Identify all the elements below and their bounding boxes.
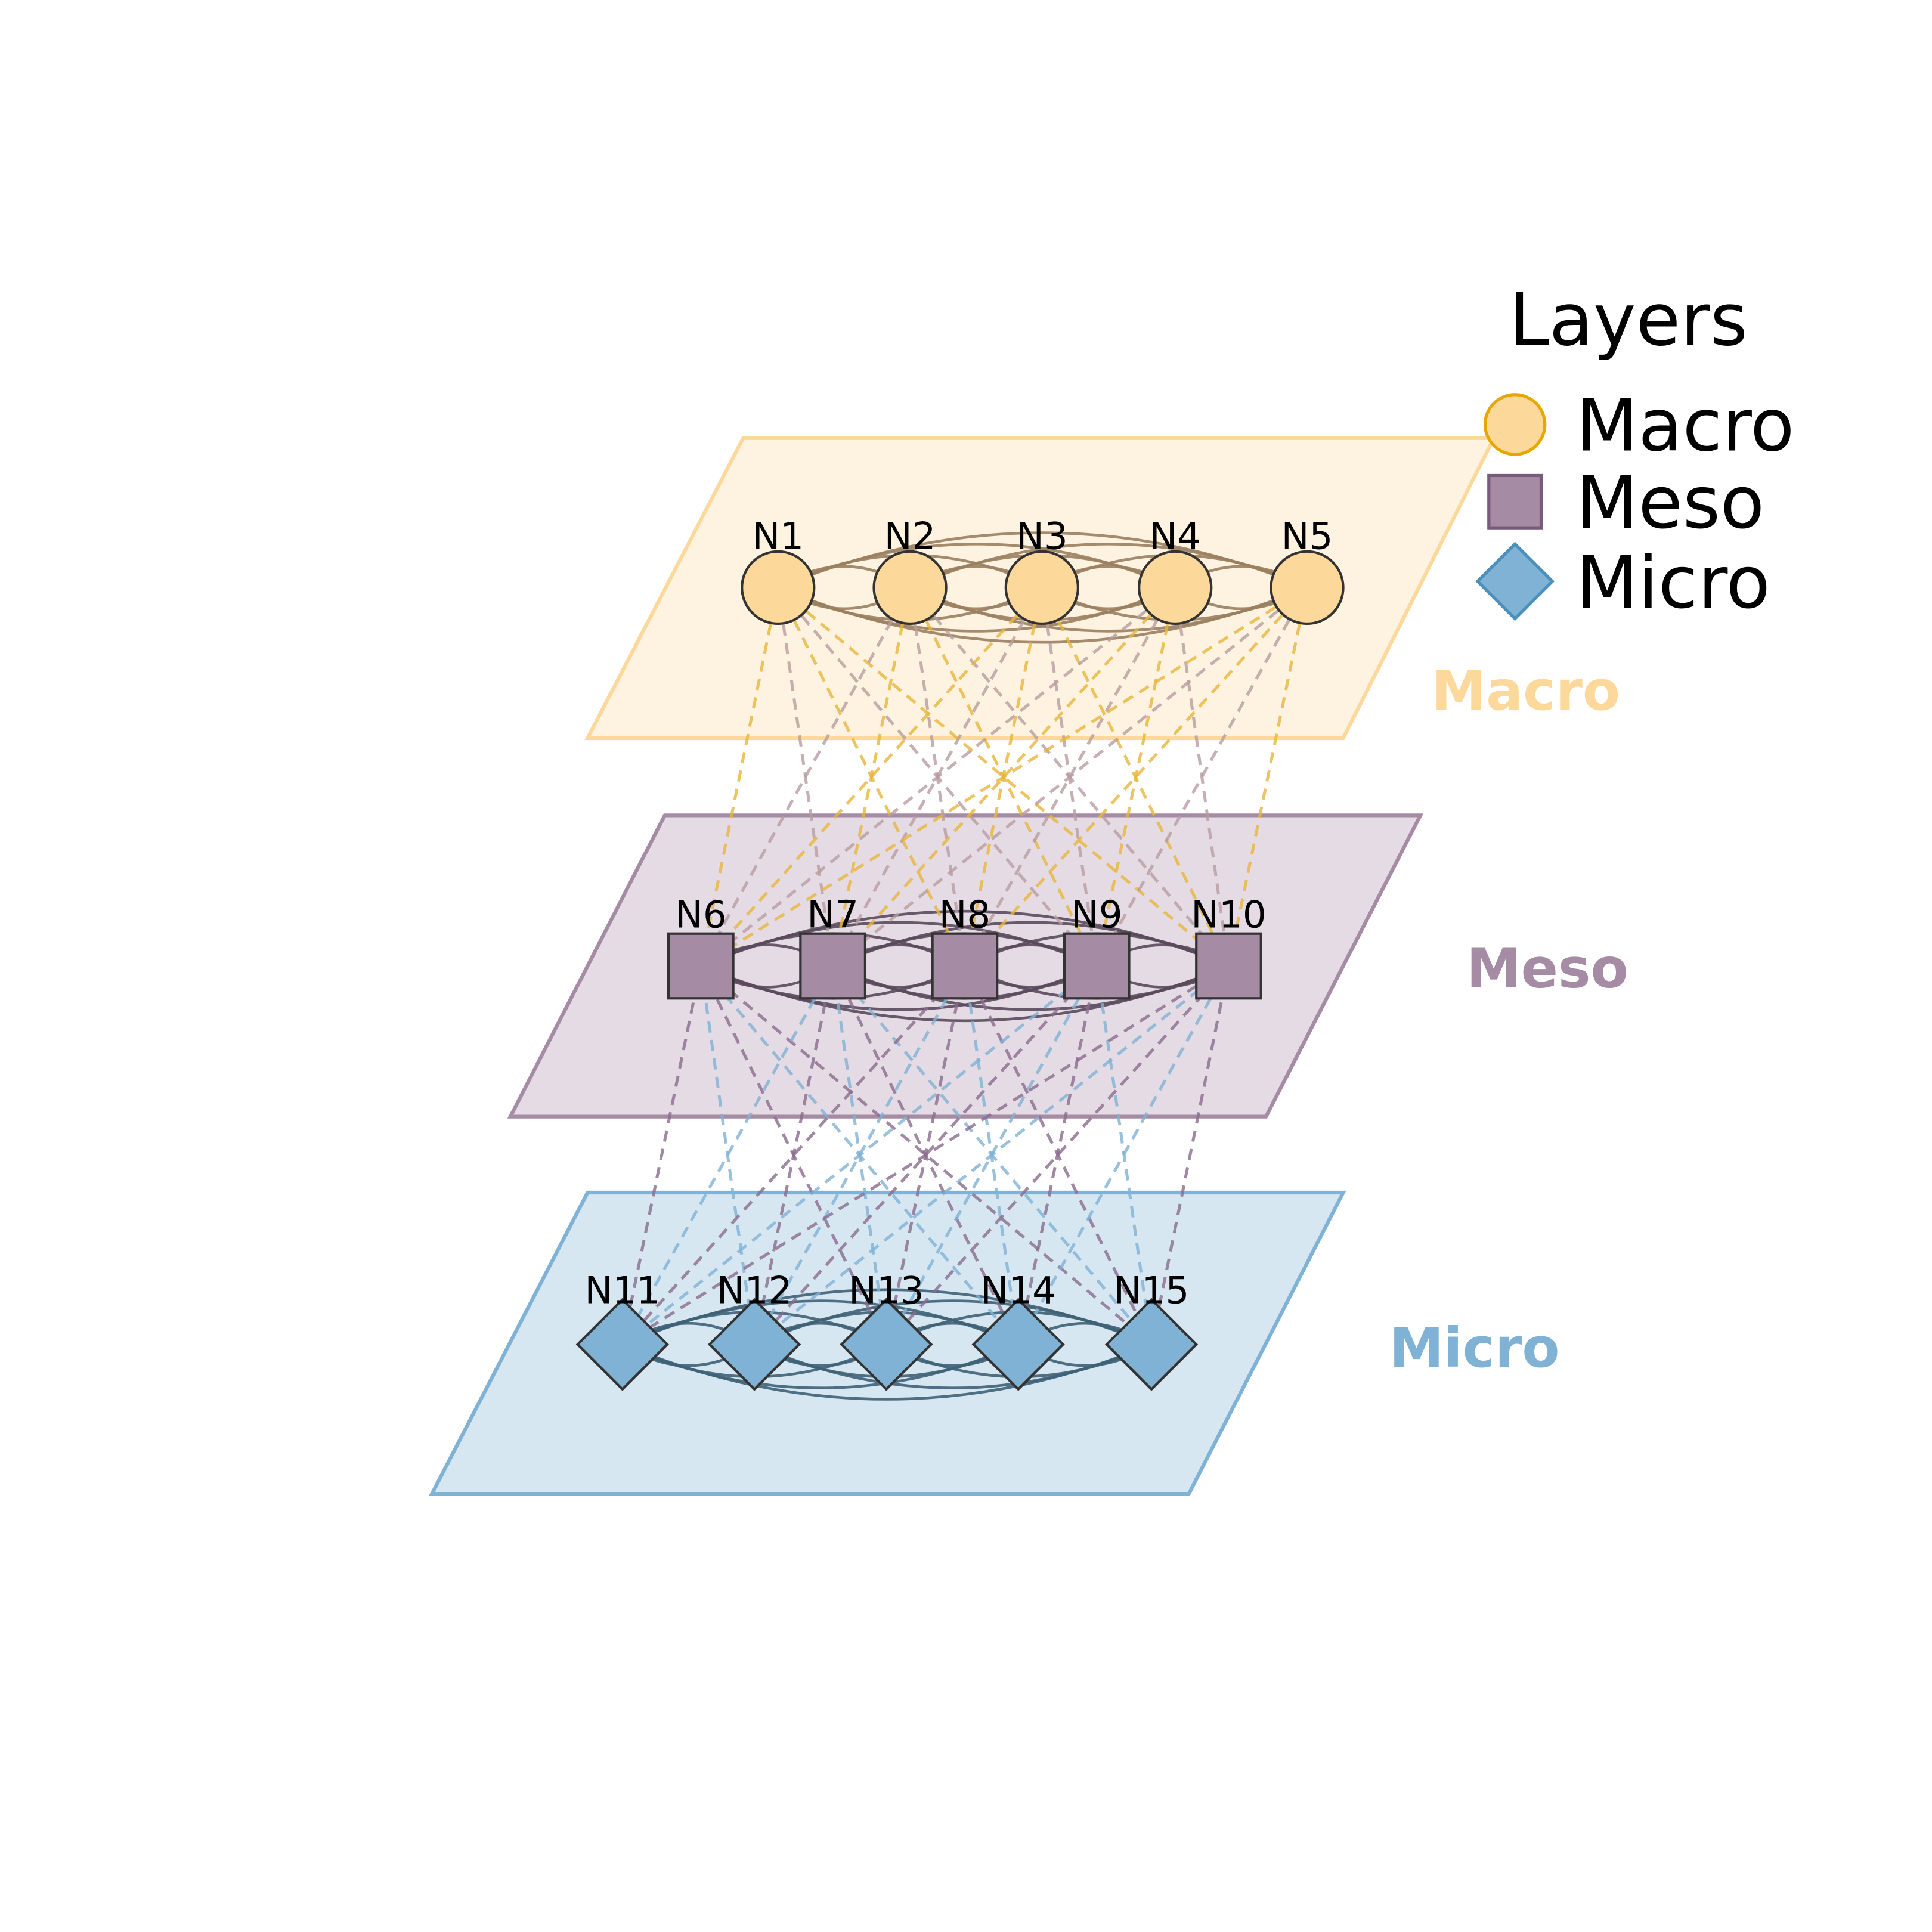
node-square-icon — [1063, 932, 1131, 1000]
node-square-icon — [931, 932, 999, 1000]
node-circle-icon — [872, 550, 948, 625]
legend-label-macro: Macro — [1576, 384, 1794, 468]
inter-edge-N4-N6 — [699, 586, 1176, 967]
layer-label-meso: Meso — [1466, 936, 1628, 1000]
node-label: N3 — [1016, 515, 1068, 558]
node-label: N2 — [884, 515, 936, 558]
node-N15[interactable]: N15 — [1104, 1269, 1199, 1391]
inter-edge-N1-N10 — [777, 586, 1230, 967]
inter-edge-N5-N7 — [832, 586, 1308, 967]
node-label: N5 — [1281, 515, 1333, 558]
node-diamond-icon — [1104, 1298, 1199, 1391]
inter-edge-N6-N15 — [699, 965, 1153, 1346]
node-label: N14 — [980, 1269, 1056, 1312]
node-circle-icon — [741, 550, 816, 625]
inter-edge-N8-N11 — [621, 965, 966, 1346]
node-label: N7 — [807, 893, 859, 936]
node-N12[interactable]: N12 — [707, 1269, 801, 1391]
node-label: N15 — [1114, 1269, 1190, 1312]
inter-edge-N10-N11 — [621, 964, 1230, 1346]
node-label: N11 — [585, 1269, 661, 1312]
node-label: N1 — [752, 515, 804, 558]
node-N1[interactable]: N1 — [741, 515, 816, 625]
inter-edge-N7-N11 — [621, 965, 834, 1345]
inter-edge-N9-N12 — [753, 965, 1098, 1346]
node-label: N13 — [849, 1269, 924, 1312]
node-N7[interactable]: N7 — [799, 893, 866, 1000]
legend-macro-circle-icon — [1483, 393, 1547, 456]
inter-edge-N10-N14 — [1017, 965, 1230, 1345]
node-N2[interactable]: N2 — [872, 515, 948, 625]
legend-micro-diamond-icon — [1475, 541, 1555, 621]
inter-edge-N7-N12 — [753, 965, 835, 1345]
node-label: N10 — [1191, 893, 1267, 936]
node-circle-icon — [1270, 550, 1345, 625]
inter-edge-N5-N9 — [1095, 587, 1309, 967]
inter-edge-N2-N6 — [699, 587, 912, 967]
node-N11[interactable]: N11 — [575, 1269, 669, 1391]
inter-edge-N3-N6 — [699, 586, 1044, 967]
inter-edge-N5-N6 — [700, 586, 1308, 968]
node-label: N8 — [939, 893, 991, 936]
node-diamond-icon — [971, 1298, 1065, 1391]
node-N3[interactable]: N3 — [1004, 515, 1079, 625]
node-N14[interactable]: N14 — [971, 1269, 1065, 1391]
inter-edge-N4-N7 — [831, 586, 1176, 967]
node-label: N4 — [1149, 515, 1201, 558]
layer-label-macro: Macro — [1432, 659, 1620, 723]
node-label: N12 — [717, 1269, 792, 1312]
inter-edge-N5-N8 — [964, 586, 1308, 967]
node-circle-icon — [1004, 550, 1079, 625]
node-N5[interactable]: N5 — [1270, 515, 1345, 625]
legend-title: Layers — [1509, 278, 1748, 362]
inter-edge-N2-N7 — [831, 587, 912, 967]
legend-label-meso: Meso — [1576, 461, 1764, 545]
node-square-icon — [667, 932, 735, 1000]
node-circle-icon — [1138, 550, 1213, 625]
node-diamond-icon — [707, 1298, 801, 1391]
node-diamond-icon — [575, 1298, 669, 1391]
inter-edge-N5-N10 — [1227, 587, 1309, 967]
inter-edge-N6-N11 — [621, 965, 702, 1345]
inter-edge-N10-N13 — [885, 965, 1230, 1346]
node-label: N9 — [1071, 893, 1123, 936]
node-N6[interactable]: N6 — [667, 893, 735, 1000]
node-label: N6 — [675, 893, 727, 936]
inter-edge-N9-N14 — [1017, 965, 1098, 1345]
node-N4[interactable]: N4 — [1138, 515, 1213, 625]
node-N13[interactable]: N13 — [840, 1269, 933, 1391]
inter-edge-N4-N9 — [1095, 587, 1177, 967]
inter-edge-N1-N6 — [699, 587, 780, 967]
inter-edge-N10-N12 — [753, 965, 1230, 1346]
inter-edge-N10-N15 — [1150, 965, 1230, 1345]
node-square-icon — [799, 932, 866, 1000]
layer-labels: Macro Meso Micro — [1389, 659, 1628, 1380]
node-N8[interactable]: N8 — [931, 893, 999, 1000]
layer-label-micro: Micro — [1389, 1316, 1560, 1380]
node-diamond-icon — [840, 1298, 933, 1391]
inter-edge-N9-N11 — [621, 965, 1098, 1346]
node-N9[interactable]: N9 — [1063, 893, 1131, 1000]
node-square-icon — [1195, 932, 1262, 1000]
node-N10[interactable]: N10 — [1191, 893, 1267, 1000]
legend: Layers Macro Meso Micro — [1475, 278, 1794, 625]
legend-label-micro: Micro — [1576, 541, 1770, 625]
legend-meso-square-icon — [1487, 473, 1543, 530]
